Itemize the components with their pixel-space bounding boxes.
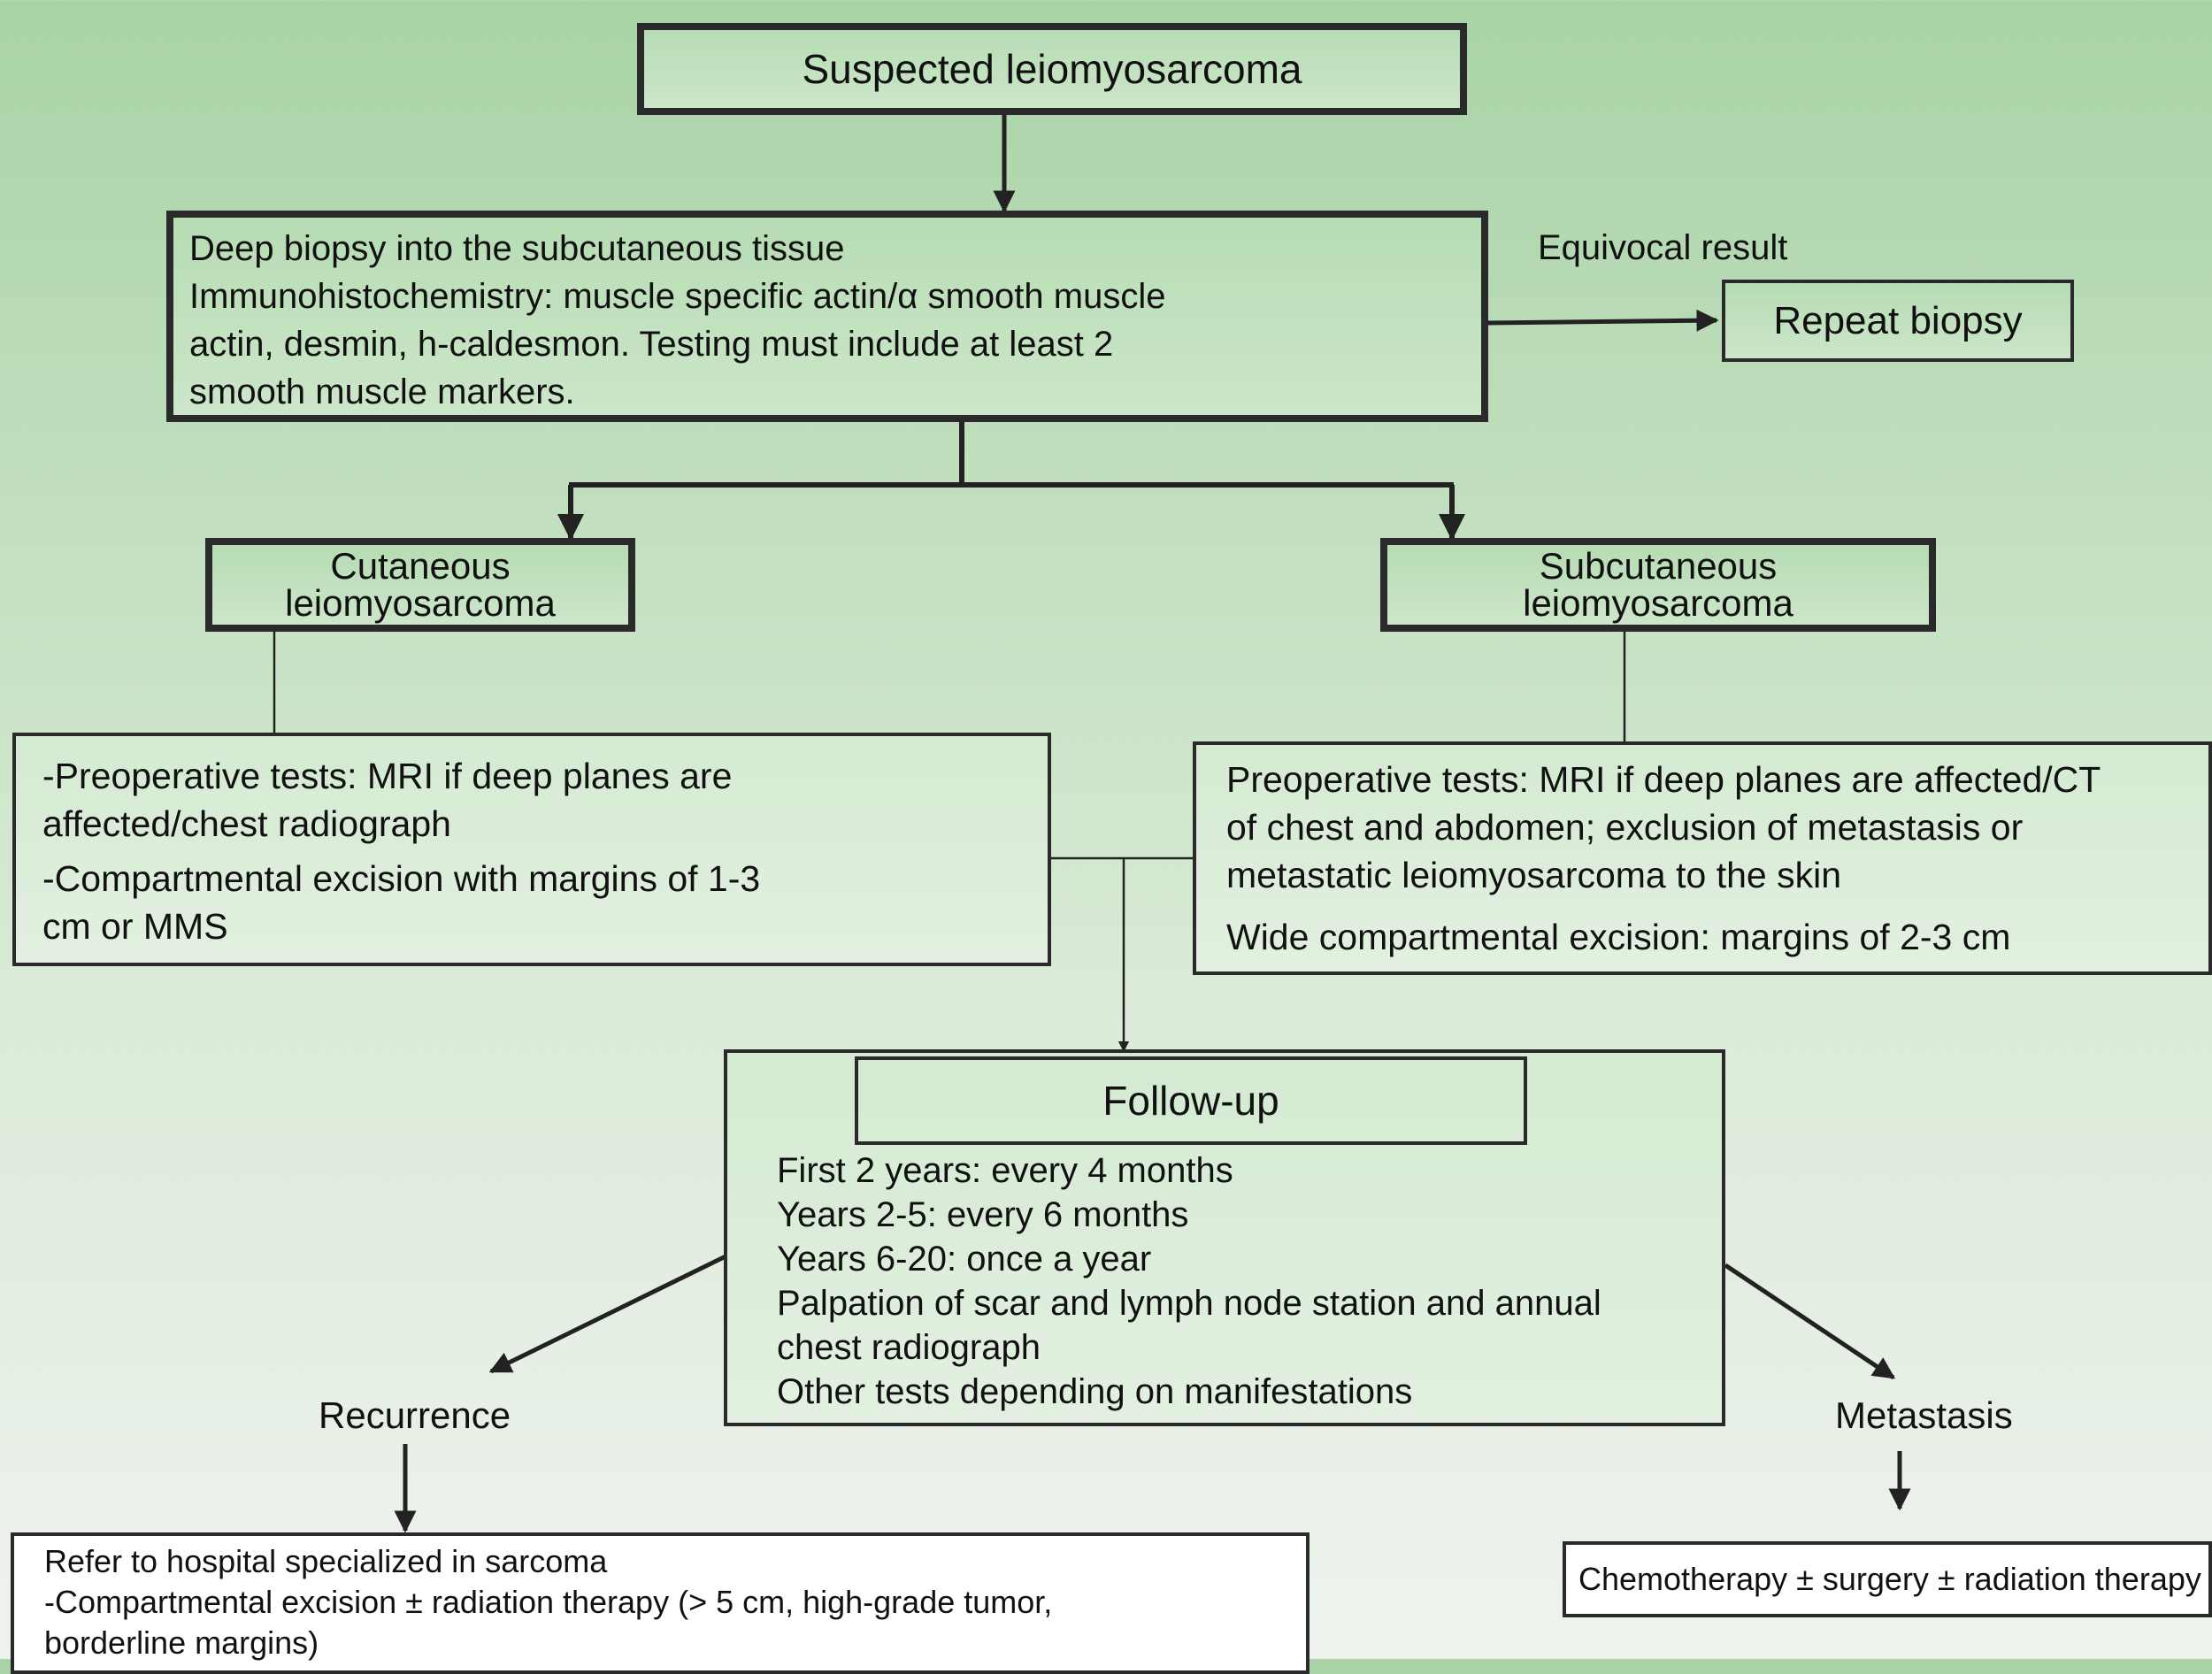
arrow-followup-to-metastasis xyxy=(1724,1263,1896,1380)
cutaneous-treatment-line-2: affected/chest radiograph xyxy=(42,803,451,844)
cutaneous-line-1: Cutaneous xyxy=(330,545,511,587)
metastasis-label: Metastasis xyxy=(1835,1394,2013,1436)
recurrence-treatment-line-1: Refer to hospital specialized in sarcoma xyxy=(44,1543,608,1579)
deep-biopsy-box: Deep biopsy into the subcutaneous tissue… xyxy=(166,211,1488,422)
follow-up-box: Follow-up First 2 years: every 4 months … xyxy=(724,1049,1725,1426)
recurrence-treatment-line-3: borderline margins) xyxy=(44,1624,319,1661)
follow-up-item-6: Other tests depending on manifestations xyxy=(777,1372,1413,1411)
cutaneous-treatment-box: -Preoperative tests: MRI if deep planes … xyxy=(12,733,1051,966)
follow-up-item-1: First 2 years: every 4 months xyxy=(777,1151,1233,1190)
follow-up-item-2: Years 2-5: every 6 months xyxy=(777,1195,1189,1234)
follow-up-item-3: Years 6-20: once a year xyxy=(777,1240,1152,1279)
repeat-biopsy-label: Repeat biopsy xyxy=(1773,298,2023,342)
subcutaneous-treatment-line-2: of chest and abdomen; exclusion of metas… xyxy=(1226,807,2024,848)
cutaneous-treatment-line-4: cm or MMS xyxy=(42,906,228,947)
repeat-biopsy-box: Repeat biopsy xyxy=(1722,280,2074,362)
cutaneous-leiomyosarcoma-box: Cutaneous leiomyosarcoma xyxy=(205,538,635,632)
deep-biopsy-line-3: actin, desmin, h-caldesmon. Testing must… xyxy=(189,325,1114,364)
cutaneous-treatment-line-3: -Compartmental excision with margins of … xyxy=(42,858,761,899)
subcutaneous-treatment-line-4: Wide compartmental excision: margins of … xyxy=(1226,917,2011,957)
subcutaneous-leiomyosarcoma-box: Subcutaneous leiomyosarcoma xyxy=(1380,538,1936,632)
recurrence-label: Recurrence xyxy=(319,1394,511,1436)
follow-up-item-5: chest radiograph xyxy=(777,1328,1041,1367)
follow-up-list: First 2 years: every 4 months Years 2-5:… xyxy=(777,1148,1601,1414)
metastasis-treatment-box: Chemotherapy ± surgery ± radiation thera… xyxy=(1563,1541,2212,1617)
metastasis-treatment-label: Chemotherapy ± surgery ± radiation thera… xyxy=(1578,1561,2201,1597)
subcutaneous-treatment-line-3: metastatic leiomyosarcoma to the skin xyxy=(1226,855,1841,895)
arrow-biopsy-to-repeat xyxy=(1487,309,1719,332)
suspected-leiomyosarcoma-label: Suspected leiomyosarcoma xyxy=(802,46,1302,92)
follow-up-item-4: Palpation of scar and lymph node station… xyxy=(777,1284,1601,1323)
subcutaneous-treatment-line-1: Preoperative tests: MRI if deep planes a… xyxy=(1226,759,2101,800)
cutaneous-line-2: leiomyosarcoma xyxy=(285,582,556,624)
subcutaneous-treatment-box: Preoperative tests: MRI if deep planes a… xyxy=(1193,741,2212,975)
subcutaneous-line-1: Subcutaneous xyxy=(1539,545,1778,587)
cutaneous-treatment-line-1: -Preoperative tests: MRI if deep planes … xyxy=(42,756,733,796)
recurrence-treatment-box: Refer to hospital specialized in sarcoma… xyxy=(11,1532,1310,1674)
suspected-leiomyosarcoma-box: Suspected leiomyosarcoma xyxy=(637,23,1467,115)
arrow-followup-to-recurrence xyxy=(488,1254,727,1374)
follow-up-title-box: Follow-up xyxy=(855,1056,1527,1145)
recurrence-treatment-line-2: -Compartmental excision ± radiation ther… xyxy=(44,1584,1053,1620)
equivocal-result-label: Equivocal result xyxy=(1538,228,1788,267)
subcutaneous-line-2: leiomyosarcoma xyxy=(1523,582,1793,624)
deep-biopsy-line-2: Immunohistochemistry: muscle specific ac… xyxy=(189,277,1166,316)
deep-biopsy-line-1: Deep biopsy into the subcutaneous tissue xyxy=(189,229,845,268)
follow-up-title: Follow-up xyxy=(1102,1078,1279,1124)
deep-biopsy-line-4: smooth muscle markers. xyxy=(189,372,575,411)
